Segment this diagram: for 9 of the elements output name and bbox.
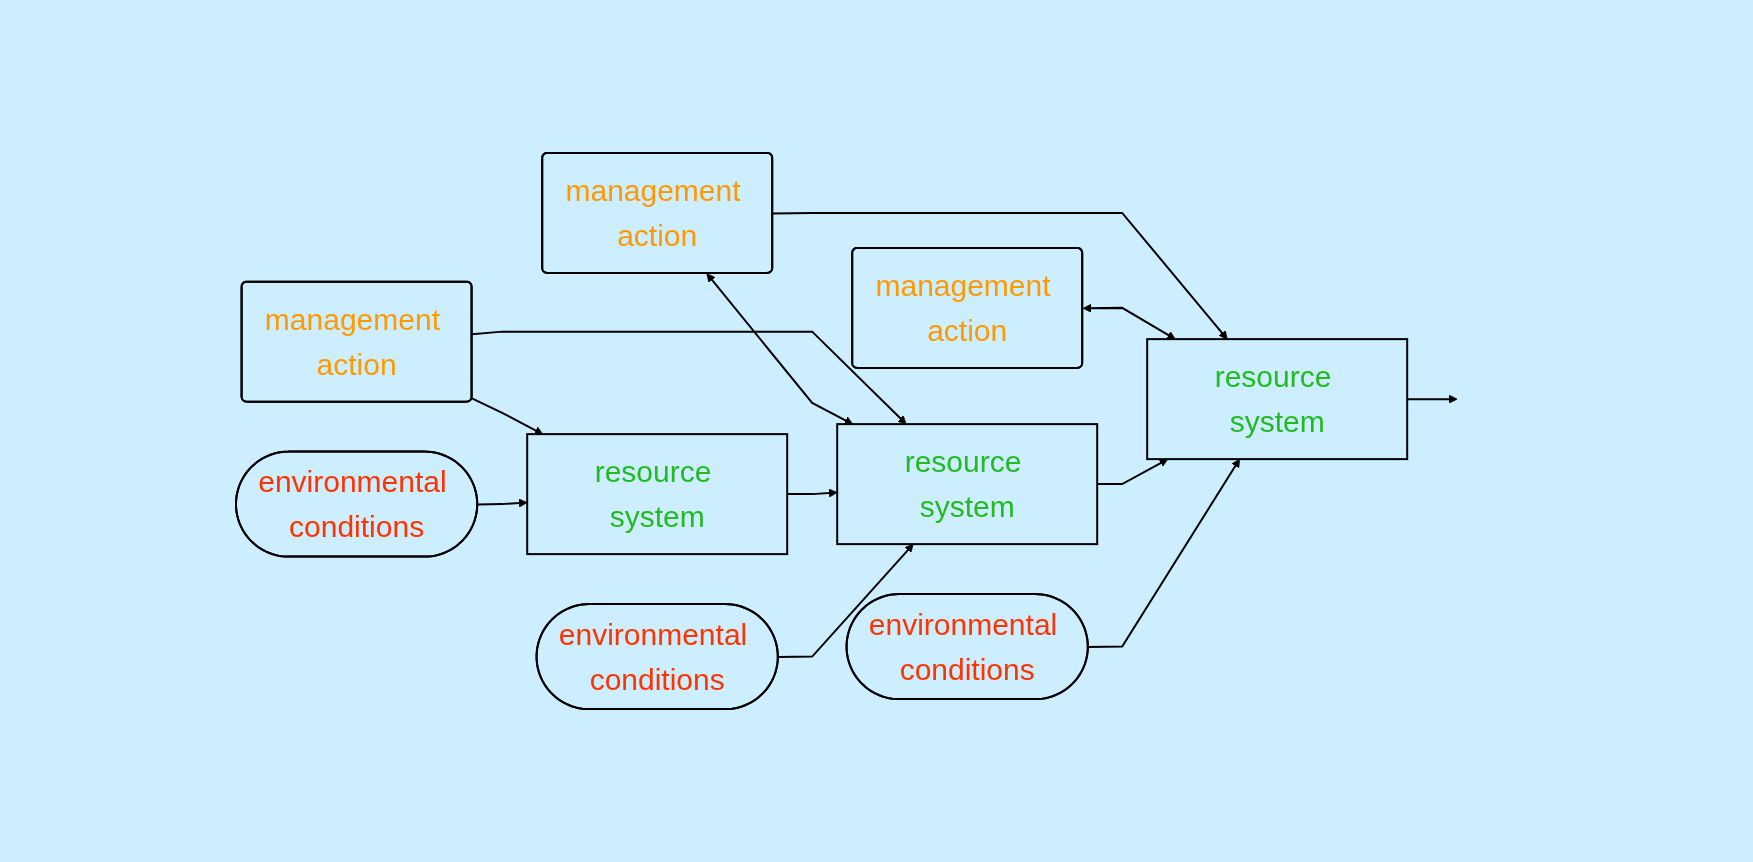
arrow xyxy=(1082,303,1176,340)
arrow xyxy=(706,273,854,425)
node-box: resource system xyxy=(526,433,789,556)
arrow xyxy=(777,543,914,659)
arrow xyxy=(1087,458,1240,649)
node-box: resource system xyxy=(1146,338,1409,461)
node-box: resource system xyxy=(836,423,1099,546)
arrow xyxy=(470,397,544,435)
arrow xyxy=(471,330,907,425)
